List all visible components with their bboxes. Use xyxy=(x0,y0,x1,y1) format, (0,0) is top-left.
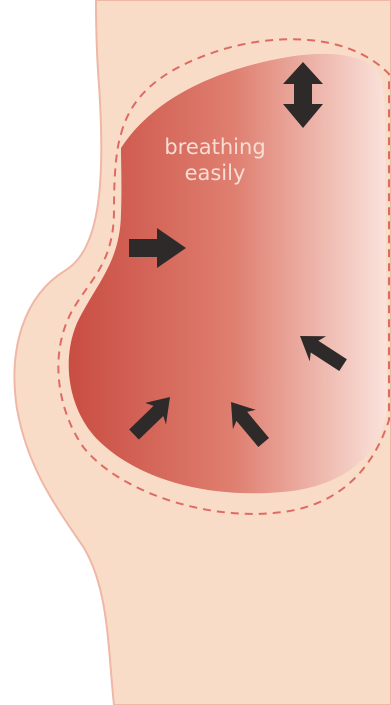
breathing-diagram xyxy=(0,0,391,705)
